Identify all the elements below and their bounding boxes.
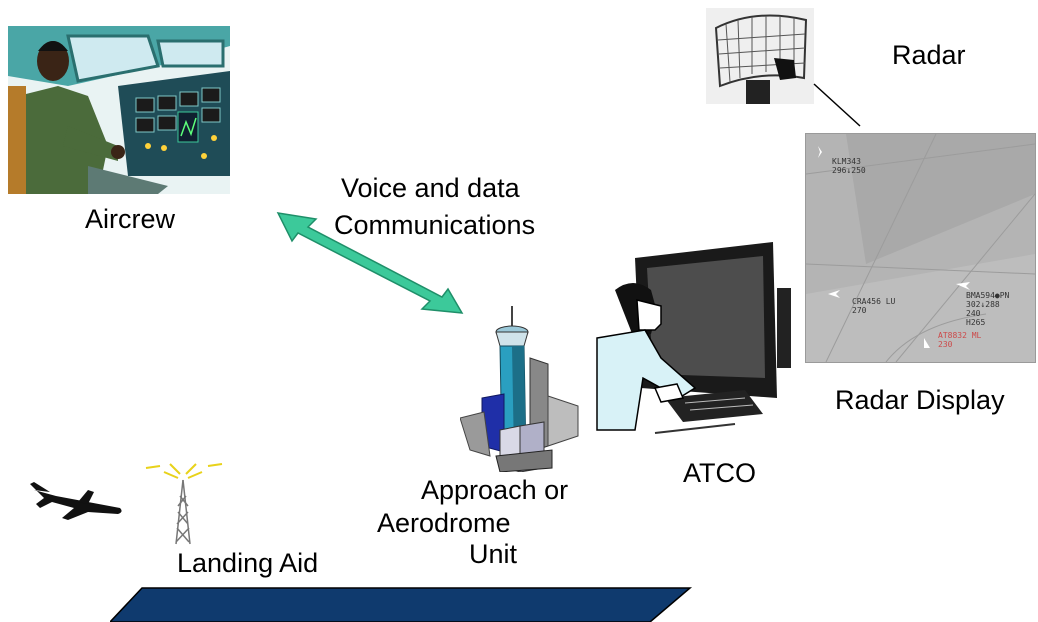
radar-tag2-alt: 270 — [852, 306, 867, 315]
control-tower-illustration — [460, 306, 579, 472]
radar-connector-line — [813, 83, 861, 127]
atco-workstation-illustration — [596, 242, 791, 434]
unit-label-line3: Unit — [469, 539, 518, 569]
radar-tag4-alt: 230 — [938, 340, 953, 349]
radar-display-screen: KLM343 296↓250 CRA456 LU 270 BMA594●PN 3… — [805, 133, 1036, 363]
communications-label-line2: Communications — [334, 210, 536, 240]
radar-tag1-alt: 296↓250 — [832, 166, 866, 175]
atco-label: ATCO — [683, 458, 756, 488]
landing-aid-label: Landing Aid — [177, 548, 319, 578]
aircraft-symbol-2 — [828, 290, 840, 298]
radar-label: Radar — [892, 40, 966, 70]
radar-tag1-callsign: KLM343 — [832, 157, 861, 166]
aircraft-symbol-1 — [818, 146, 822, 158]
communications-arrow — [276, 212, 464, 314]
runway-shape — [110, 587, 693, 622]
aircraft-symbol-4 — [924, 338, 930, 348]
unit-label-line1: Approach or — [421, 475, 569, 505]
radar-display-label: Radar Display — [835, 385, 1005, 415]
aircrew-cockpit-illustration — [8, 26, 230, 194]
radar-tag3-line2: 302↓288 — [966, 300, 1000, 309]
aircrew-label: Aircrew — [85, 204, 176, 234]
radar-tag3-line4: H265 — [966, 318, 985, 327]
radar-tag3-callsign: BMA594●PN — [966, 291, 1010, 300]
communications-label-line1: Voice and data — [341, 173, 520, 203]
radar-tag2-callsign: CRA456 LU — [852, 297, 896, 306]
radar-tag3-line3: 240 — [966, 309, 981, 318]
unit-label-line2: Aerodrome — [377, 508, 511, 538]
landing-aid-tower-icon — [145, 463, 223, 545]
aircraft-symbol-3 — [956, 282, 970, 290]
radar-display-content: KLM343 296↓250 CRA456 LU 270 BMA594●PN 3… — [805, 133, 1036, 363]
radar-antenna-illustration — [706, 8, 814, 104]
radar-tag4-callsign: AT8832 ML — [938, 331, 982, 340]
aircraft-icon — [30, 482, 122, 520]
